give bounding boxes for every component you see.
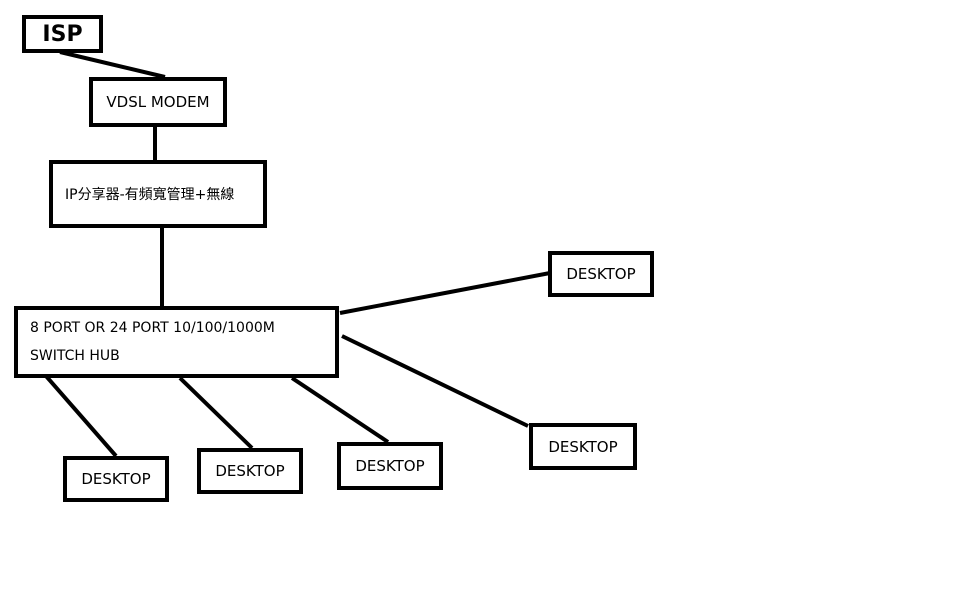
vdsl-modem-node: VDSL MODEM bbox=[89, 77, 227, 127]
switch-hub-node: 8 PORT OR 24 PORT 10/100/1000M SWITCH HU… bbox=[14, 306, 339, 378]
link-switch-desktop-2 bbox=[178, 376, 254, 450]
router-node: IP分享器-有頻寬管理+無線 bbox=[49, 160, 267, 228]
link-switch-desktop-3 bbox=[290, 376, 390, 444]
router-label: IP分享器-有頻寬管理+無線 bbox=[65, 187, 235, 203]
link-switch-desktop-5 bbox=[339, 271, 551, 315]
desktop-label: DESKTOP bbox=[548, 437, 618, 456]
desktop-node-3: DESKTOP bbox=[337, 442, 443, 490]
vdsl-modem-label: VDSL MODEM bbox=[106, 93, 210, 111]
link-switch-desktop-4 bbox=[341, 334, 529, 428]
isp-label: ISP bbox=[42, 21, 83, 47]
link-switch-desktop-1 bbox=[44, 374, 118, 458]
switch-hub-label-line2: SWITCH HUB bbox=[30, 348, 120, 364]
desktop-label: DESKTOP bbox=[81, 470, 151, 488]
desktop-node-5: DESKTOP bbox=[548, 251, 654, 297]
desktop-label: DESKTOP bbox=[355, 457, 425, 475]
desktop-label: DESKTOP bbox=[215, 462, 285, 480]
desktop-node-1: DESKTOP bbox=[63, 456, 169, 502]
isp-node: ISP bbox=[22, 15, 103, 53]
desktop-node-4: DESKTOP bbox=[529, 423, 637, 470]
desktop-node-2: DESKTOP bbox=[197, 448, 303, 494]
switch-hub-label-line1: 8 PORT OR 24 PORT 10/100/1000M bbox=[30, 320, 275, 336]
link-isp-modem bbox=[59, 50, 166, 79]
desktop-label: DESKTOP bbox=[566, 265, 636, 283]
